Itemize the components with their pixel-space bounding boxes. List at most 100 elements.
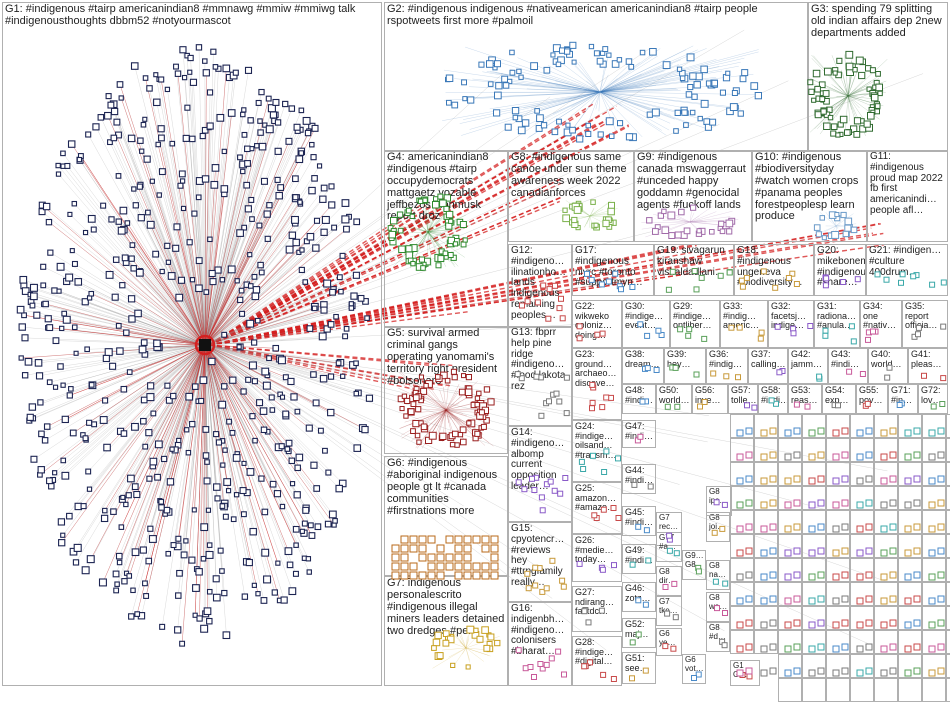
node (196, 285, 203, 292)
small-group-node (817, 374, 822, 379)
node (41, 264, 46, 269)
node (285, 447, 290, 452)
g6-node (491, 554, 498, 561)
node (98, 115, 104, 121)
node (184, 539, 188, 543)
small-group-node (761, 269, 766, 274)
small-group-node (724, 374, 729, 379)
g2-node (607, 53, 611, 57)
node (205, 460, 210, 465)
node (298, 200, 302, 204)
node (165, 87, 169, 91)
node (23, 373, 28, 378)
g4-node (421, 266, 426, 271)
node (154, 99, 160, 105)
node (60, 326, 64, 330)
minor-group-node (842, 428, 848, 434)
node (294, 543, 298, 547)
node (322, 217, 329, 224)
node (257, 223, 262, 228)
small-group-node (638, 434, 643, 439)
g4-node (418, 199, 422, 203)
small-group-node (654, 368, 659, 373)
node (47, 380, 52, 385)
g2-node (650, 49, 657, 56)
node (336, 485, 342, 491)
g5-node (429, 432, 436, 439)
g9-node (675, 232, 681, 238)
minor-group-node (905, 454, 911, 460)
node (106, 94, 111, 99)
node (349, 302, 353, 306)
g8-node (609, 202, 615, 208)
g2-node (701, 66, 708, 73)
small-group-node (638, 322, 643, 327)
g2-node (519, 75, 523, 79)
node (87, 420, 92, 425)
minor-group-node (929, 550, 935, 556)
node (238, 155, 243, 160)
node (127, 370, 132, 375)
node (230, 431, 235, 436)
node (20, 277, 27, 284)
small-group-node (616, 516, 621, 521)
small-group-node (541, 283, 546, 288)
small-group-node (577, 324, 582, 329)
minor-group-node (809, 646, 815, 652)
minor-group-node (842, 620, 848, 626)
small-group-node (747, 674, 752, 679)
small-group-node (673, 365, 678, 370)
g2-node (570, 42, 576, 48)
minor-group-node (866, 548, 872, 554)
small-group-node (600, 405, 605, 410)
node (270, 112, 276, 118)
small-group-node (552, 488, 557, 493)
small-group-node (550, 558, 555, 563)
node (200, 377, 207, 384)
small-group-node (885, 375, 890, 380)
g4-node (399, 246, 406, 253)
node (294, 492, 300, 498)
minor-group-node (857, 454, 863, 460)
node (242, 594, 247, 599)
minor-group-node (737, 670, 743, 676)
node (57, 289, 61, 293)
node (278, 185, 284, 191)
node (228, 110, 235, 117)
g10-node (845, 218, 852, 225)
node (247, 469, 254, 476)
node (131, 266, 136, 271)
small-group-node (900, 272, 905, 277)
minor-group-node (905, 502, 911, 508)
g2-node (503, 83, 509, 89)
node (362, 427, 368, 433)
small-group-node (941, 376, 946, 381)
node (176, 294, 183, 301)
node (242, 461, 246, 465)
minor-group-node (794, 452, 800, 458)
g5-node (416, 407, 421, 412)
node (231, 517, 236, 522)
node (128, 475, 135, 482)
node (185, 105, 190, 110)
node (88, 216, 95, 223)
g5-node (488, 399, 494, 405)
node (131, 588, 135, 592)
small-group-node (559, 296, 564, 301)
node (190, 278, 194, 282)
node (70, 249, 74, 253)
g6-node (455, 563, 462, 570)
node (320, 196, 326, 202)
small-group-node (714, 500, 719, 505)
node (137, 184, 142, 189)
node (180, 47, 186, 53)
node (147, 476, 152, 481)
g5-node (460, 427, 466, 433)
g5-node (453, 431, 459, 437)
minor-group-node (938, 452, 944, 458)
node (108, 102, 114, 108)
minor-group-node (881, 454, 887, 460)
minor-group-node (842, 500, 848, 506)
minor-group-node (866, 452, 872, 458)
node (230, 377, 236, 383)
